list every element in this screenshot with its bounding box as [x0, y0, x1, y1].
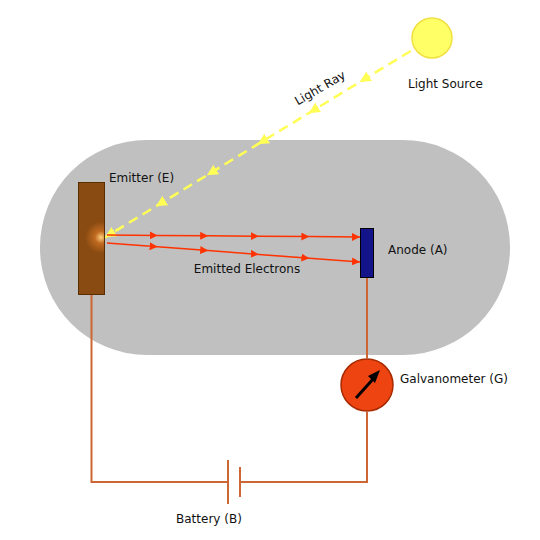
node-label: Emitter (E) [109, 171, 174, 185]
battery-outline [227, 460, 241, 504]
circuit-wire [92, 295, 228, 482]
battery-plate-long [227, 460, 229, 504]
light-source-outline [411, 17, 453, 59]
electron-path [107, 243, 360, 262]
node-label: Galvanometer (G) [400, 372, 508, 386]
node-label: Battery (B) [176, 512, 242, 526]
light-source: Light Source [411, 17, 453, 59]
circuit-wire [366, 278, 368, 358]
galvanometer-outline [340, 358, 394, 412]
needle-head [368, 370, 380, 383]
ray-label: Light Ray [290, 67, 349, 109]
battery-symbol: Battery (B) [227, 460, 241, 504]
node-label: Anode (A) [388, 243, 448, 257]
galvanometer: Galvanometer (G) [340, 358, 394, 412]
node-label: Light Source [408, 77, 483, 91]
meter-needle [356, 378, 374, 398]
emitter-plate: Emitter (E) [78, 182, 105, 295]
light-ray [105, 51, 411, 237]
light-source-body [412, 18, 452, 58]
electron-path [107, 235, 360, 237]
galvanometer-body [341, 359, 393, 411]
battery-plate-short [239, 467, 241, 497]
vacuum-tube [40, 140, 510, 355]
electron-label: Emitted Electrons [192, 262, 302, 276]
circuit-wire [241, 412, 367, 482]
anode-plate: Anode (A) [360, 228, 374, 278]
